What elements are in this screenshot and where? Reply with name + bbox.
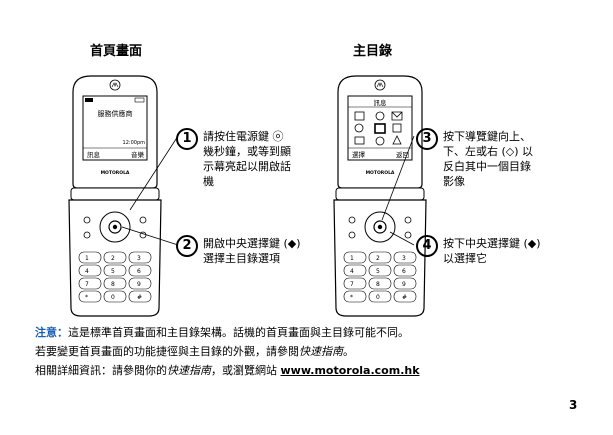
svg-text:5: 5 (111, 268, 115, 275)
phone-home-illustration: 服務供應商 12:00pm 訊息 音樂 MOTOROLA 1 2 3 4 5 6 7 8 9… (68, 75, 162, 317)
svg-text:4: 4 (350, 268, 354, 275)
svg-text:0: 0 (376, 294, 380, 301)
svg-text:2: 2 (376, 255, 380, 262)
svg-text:#: # (402, 294, 407, 301)
svg-text:*: * (85, 294, 88, 301)
step-3-number: 3 (416, 128, 438, 150)
motorola-logo-icon (109, 79, 121, 91)
note-label: 注意： (35, 326, 68, 339)
signal-icon (85, 98, 93, 102)
brand-text: MOTOROLA (366, 170, 395, 176)
menu-icon-tools (392, 135, 402, 145)
operator-name: 服務供應商 (98, 109, 133, 118)
svg-text:6: 6 (137, 268, 141, 275)
svg-text:7: 7 (350, 281, 354, 288)
motorola-website-link[interactable]: www.motorola.com.hk (280, 364, 420, 377)
step-2-text: 開啟中央選擇鍵 (◆)選擇主目錄選項 (203, 237, 301, 265)
svg-text:9: 9 (137, 281, 141, 288)
menu-icon-messages (354, 111, 365, 121)
menu-icon-camera (354, 136, 365, 145)
menu-icon-settings (354, 123, 364, 133)
menu-right-softkey-label: 返回 (396, 151, 409, 159)
left-softkey-label: 訊息 (87, 150, 101, 159)
step-2-number: 2 (176, 235, 198, 257)
menu-icon-mail (391, 111, 403, 121)
menu-icon-web (375, 136, 385, 146)
home-screen-title: 首頁畫面 (90, 44, 143, 59)
svg-text:3: 3 (137, 255, 141, 262)
menu-icon-grid (354, 111, 403, 146)
svg-text:8: 8 (111, 281, 115, 288)
svg-text:*: * (350, 294, 353, 301)
step-4-number: 4 (416, 235, 438, 257)
svg-text:6: 6 (402, 268, 406, 275)
brand-text: MOTOROLA (101, 170, 130, 176)
keypad: 1 2 3 4 5 6 7 8 9 * 0 # (85, 255, 142, 301)
svg-text:4: 4 (85, 268, 89, 275)
svg-text:1: 1 (350, 255, 354, 262)
step-4-text: 按下中央選擇鍵 (◆)以選擇它 (443, 237, 541, 265)
svg-text:9: 9 (402, 281, 406, 288)
menu-header: 訊息 (374, 98, 388, 107)
note-line-2: 若要變更首頁畫面的功能捷徑與主目錄的外觀，請參閱快速指南。 (35, 345, 354, 358)
menu-icon-selected (374, 123, 386, 134)
step-1-number: 1 (176, 128, 198, 150)
note-line-1: 注意：這是標準首頁畫面和主目錄架構。話機的首頁畫面與主目錄可能不同。 (35, 326, 409, 339)
svg-text:1: 1 (85, 255, 89, 262)
menu-icon-contacts (375, 111, 385, 121)
motorola-logo-icon (374, 79, 386, 91)
step-3-text: 按下導覽鍵向上、下、左或右 (◇) 以 反白其中一個目錄影像 (443, 130, 534, 188)
phone-menu-illustration: 訊息 選擇 返回 MOTOROLA 1 2 3 4 5 6 7 8 9 * 0 # (333, 75, 427, 317)
keypad: 1 2 3 4 5 6 7 8 9 * 0 # (350, 255, 407, 301)
right-softkey-label: 音樂 (131, 150, 145, 159)
battery-icon (134, 97, 145, 103)
svg-text:2: 2 (111, 255, 115, 262)
svg-text:0: 0 (111, 294, 115, 301)
menu-icon-media (392, 123, 402, 133)
main-menu-title: 主目錄 (353, 44, 393, 59)
svg-text:5: 5 (376, 268, 380, 275)
svg-text:8: 8 (376, 281, 380, 288)
svg-text:7: 7 (85, 281, 89, 288)
clock-time: 12:00pm (123, 140, 146, 146)
page-number: 3 (569, 398, 578, 412)
svg-text:#: # (137, 294, 142, 301)
menu-left-softkey-label: 選擇 (352, 150, 366, 159)
svg-text:3: 3 (402, 255, 406, 262)
note-line-3: 相關詳細資訊：請參閱你的快速指南，或瀏覽網站 www.motorola.com.… (35, 364, 420, 377)
